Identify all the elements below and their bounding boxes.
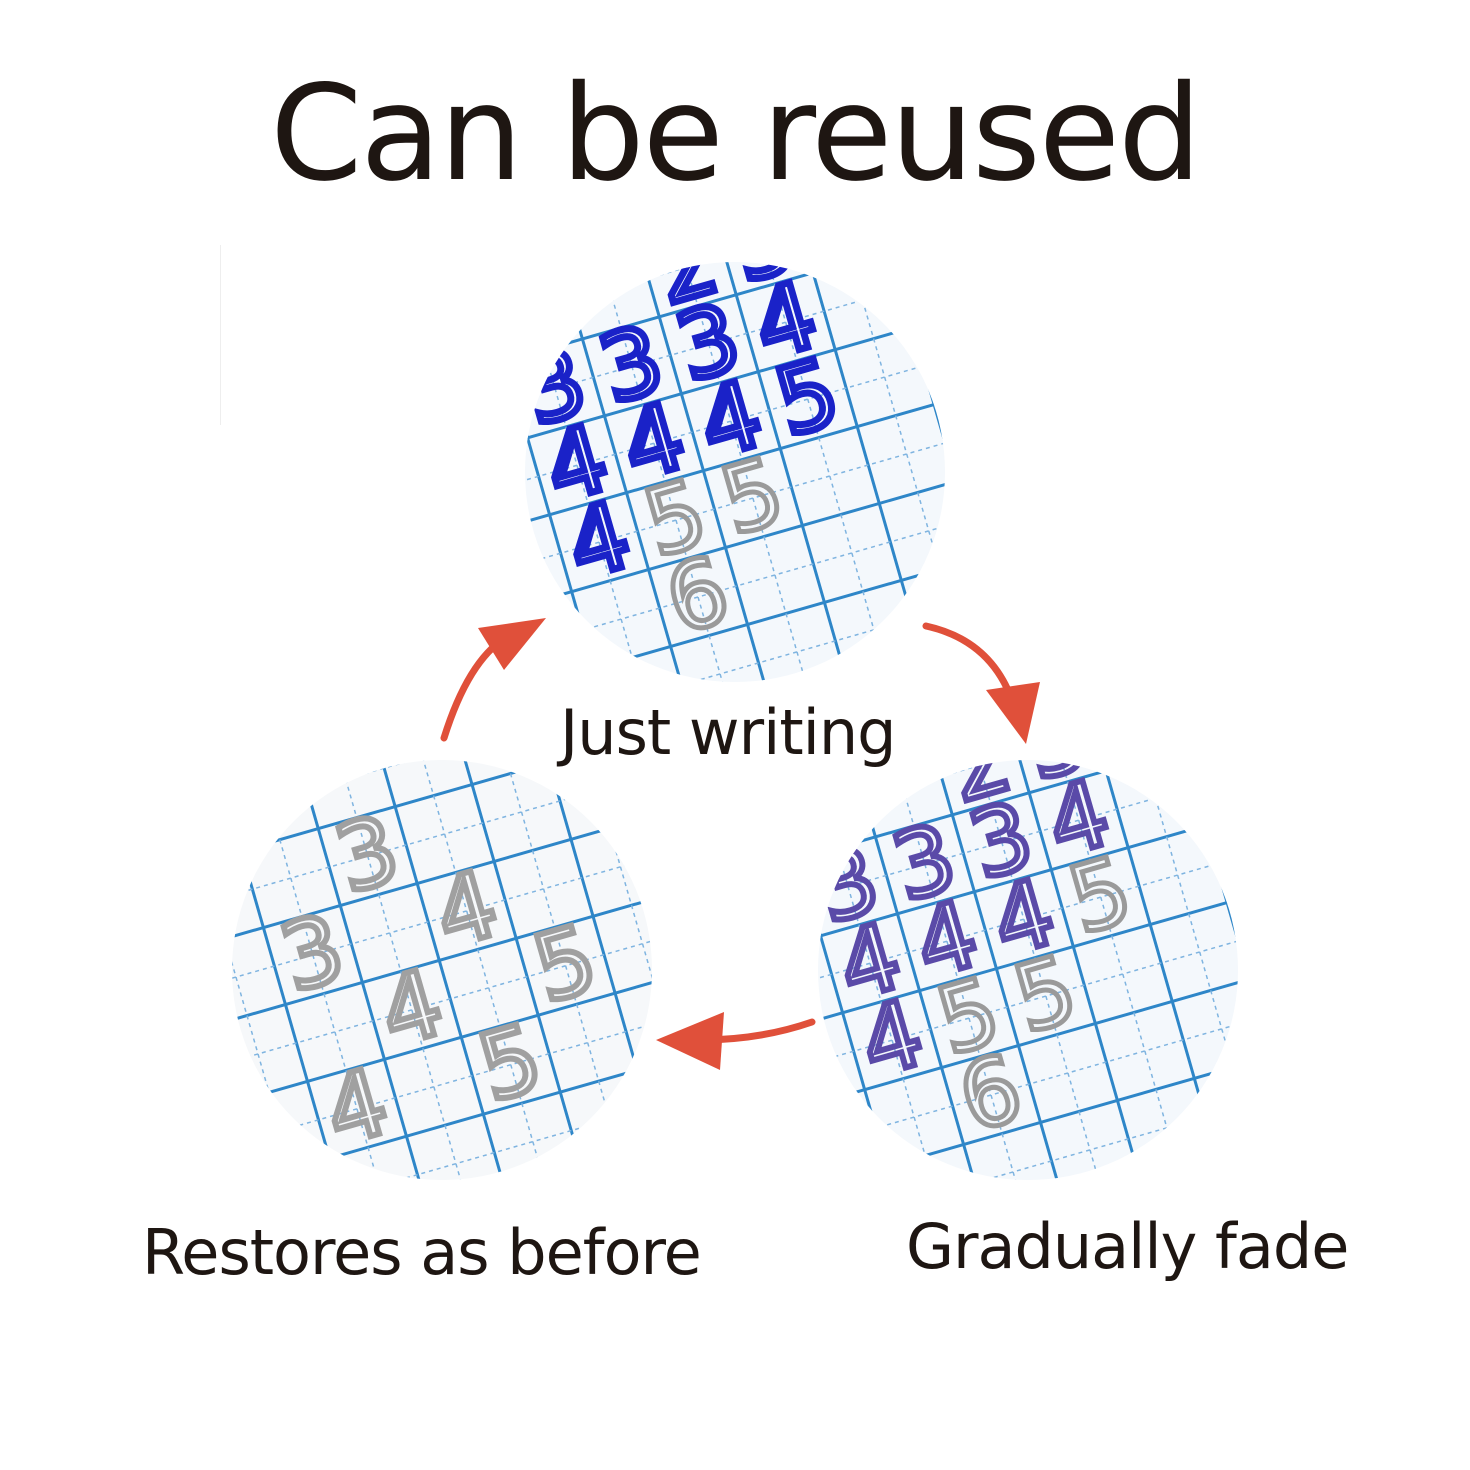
caption-gradually-fade: Gradually fade xyxy=(906,1210,1349,1283)
caption-just-writing: Just writing xyxy=(560,696,897,769)
caption-restores-as-before: Restores as before xyxy=(142,1216,702,1289)
arrow-head-left xyxy=(656,1012,724,1070)
arrow-head-up-right xyxy=(478,618,546,670)
practice-sheet-purple: 2 3 3 3 3 4 4 4 4 4 5 5 5 6 xyxy=(818,760,1238,1180)
arrow-right-to-left-shaft xyxy=(696,1018,816,1044)
arrow-left-to-top-shaft xyxy=(440,630,516,742)
arrow-top-to-right-shaft xyxy=(922,622,1016,704)
practice-sheet-grey: 3 3 4 4 4 5 5 xyxy=(232,760,652,1180)
restores-as-before-photo: 3 3 4 4 4 5 5 xyxy=(232,760,652,1180)
just-writing-photo: 2 3 3 3 3 4 4 4 4 5 4 5 5 6 xyxy=(525,262,945,682)
arrow-head-down xyxy=(986,682,1040,744)
divider-line xyxy=(220,245,221,425)
page-title: Can be reused xyxy=(270,57,1202,211)
practice-sheet-blue: 2 3 3 3 3 4 4 4 4 5 4 5 5 6 xyxy=(525,262,945,682)
gradually-fade-photo: 2 3 3 3 3 4 4 4 4 4 5 5 5 6 xyxy=(818,760,1238,1180)
